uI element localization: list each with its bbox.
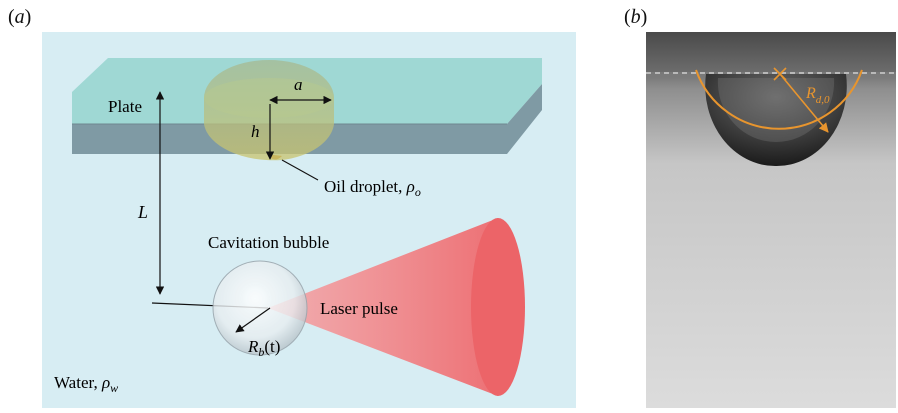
panel-a-label: (a)	[8, 6, 32, 28]
schematic-svg: a h Plate Oil droplet, ρo L Rb(t) Cavita…	[54, 58, 542, 396]
photo-radius-label: Rd,0	[805, 85, 830, 106]
water-label: Water, ρw	[54, 373, 118, 395]
droplet-height-label: h	[251, 122, 260, 141]
panel-b-label: (b)	[624, 6, 648, 28]
oil-label: Oil droplet, ρo	[324, 177, 421, 199]
photo-droplet	[705, 74, 847, 167]
laser-cone	[268, 218, 525, 396]
photo-svg: Rd,0	[646, 32, 896, 408]
oil-droplet	[204, 60, 334, 161]
distance-label: L	[137, 202, 148, 222]
schematic-panel: a h Plate Oil droplet, ρo L Rb(t) Cavita…	[42, 32, 576, 408]
fit-circle	[695, 69, 863, 130]
photo-plate	[646, 32, 896, 72]
laser-label: Laser pulse	[320, 299, 398, 318]
cavitation-bubble	[212, 260, 308, 356]
bubble-radius-label: Rb(t)	[247, 337, 280, 359]
photo-radius-arrow	[779, 73, 829, 133]
bubble-label: Cavitation bubble	[208, 233, 329, 252]
plate-side	[72, 84, 542, 154]
oil-leader	[281, 159, 319, 181]
plate-label: Plate	[108, 97, 142, 116]
droplet-radius-label: a	[294, 75, 303, 94]
photo-panel: Rd,0	[646, 32, 896, 408]
bubble-radius-arrow	[235, 307, 271, 333]
